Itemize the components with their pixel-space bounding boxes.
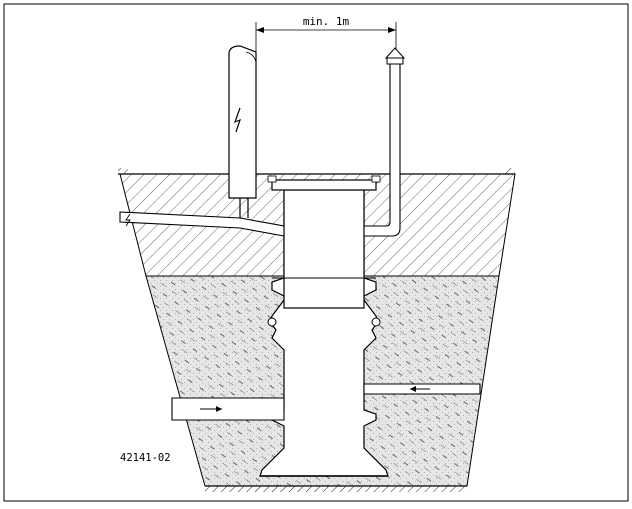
lightning-icon [233,107,241,133]
vent-pipe [363,47,406,237]
dimension-label: min. 1m [303,15,350,28]
inlet-pipe [171,397,285,421]
manhole-cover [267,175,381,191]
outlet-pipe [363,383,481,395]
figure-code: 42141-02 [120,452,171,464]
distance-dimension: min. 1m [255,15,397,52]
pit-bottom [205,485,467,492]
control-cabinet [228,45,257,218]
shaft [259,189,389,477]
cable-duct [119,211,285,237]
